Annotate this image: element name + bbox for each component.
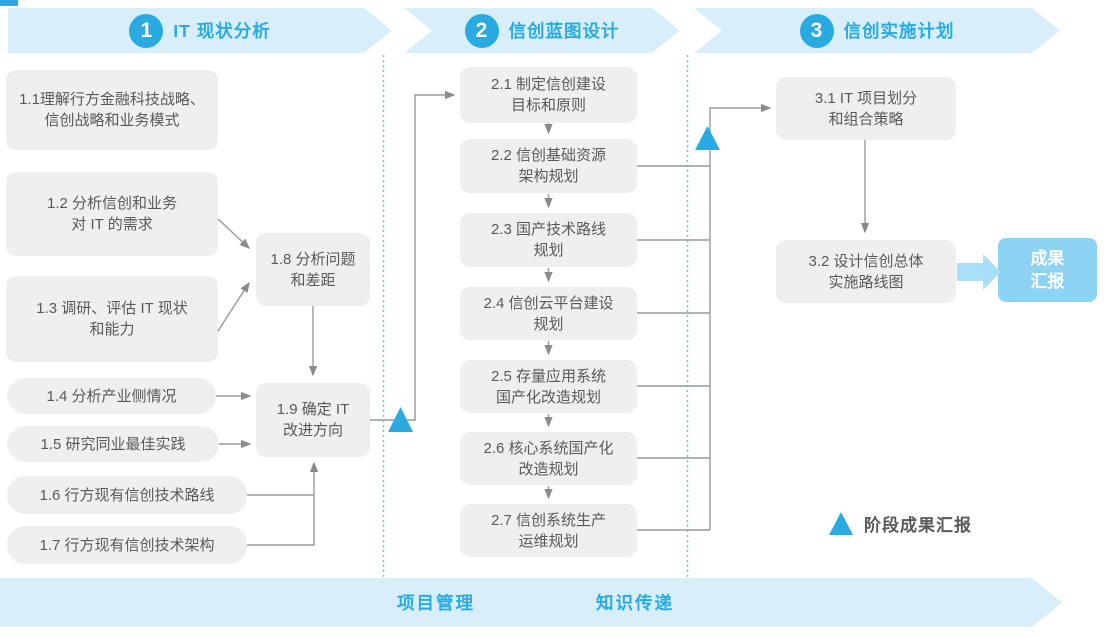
milestone-triangle-phase1 bbox=[388, 407, 413, 432]
process-box-3-1: 3.1 IT 项目划分 和组合策略 bbox=[776, 77, 956, 140]
process-box-1-4: 1.4 分析产业侧情况 bbox=[7, 378, 216, 414]
process-box-2-5: 2.5 存量应用系统 国产化改造规划 bbox=[460, 360, 637, 413]
process-box-1-8: 1.8 分析问题 和差距 bbox=[256, 233, 370, 306]
process-box-1-1: 1.1理解行方金融科技战略、 信创战略和业务模式 bbox=[6, 70, 218, 150]
phase-banner-2: 2 信创蓝图设计 bbox=[404, 8, 680, 53]
phase-title: 信创实施计划 bbox=[843, 21, 955, 41]
footer-item-knowledge-transfer: 知识传递 bbox=[596, 593, 674, 613]
legend: 阶段成果汇报 bbox=[828, 510, 972, 536]
connector-1-3-to-1-8 bbox=[217, 281, 250, 332]
process-box-2-3: 2.3 国产技术路线 规划 bbox=[460, 213, 637, 267]
phase-number-badge: 1 bbox=[129, 14, 163, 48]
phase-number-badge: 2 bbox=[465, 14, 499, 48]
phase-title: 信创蓝图设计 bbox=[508, 21, 620, 41]
phase-banner-1: 1 IT 现状分析 bbox=[8, 8, 392, 53]
process-box-2-6: 2.6 核心系统国产化 改造规划 bbox=[460, 432, 637, 485]
process-box-1-3: 1.3 调研、评估 IT 现状 和能力 bbox=[6, 276, 218, 362]
legend-triangle-icon bbox=[829, 512, 853, 535]
process-box-2-7: 2.7 信创系统生产 运维规划 bbox=[460, 504, 637, 557]
phase-title: IT 现状分析 bbox=[173, 21, 271, 41]
process-box-1-6: 1.6 行方现有信创技术路线 bbox=[7, 476, 247, 514]
milestone-triangle-phase2 bbox=[695, 126, 720, 150]
legend-label: 阶段成果汇报 bbox=[864, 515, 972, 535]
footer-item-project-management: 项目管理 bbox=[397, 593, 475, 613]
process-box-1-2: 1.2 分析信创和业务 对 IT 的需求 bbox=[6, 172, 218, 256]
process-box-3-2: 3.2 设计信创总体 实施路线图 bbox=[776, 240, 956, 303]
process-box-2-2: 2.2 信创基础资源 架构规划 bbox=[460, 139, 637, 193]
process-box-1-5: 1.5 研究同业最佳实践 bbox=[7, 426, 219, 462]
deliverable-arrow bbox=[957, 254, 1001, 290]
connector-collector-to-3-1 bbox=[709, 103, 772, 530]
result-report-box: 成果 汇报 bbox=[998, 238, 1097, 302]
footer-banner: 项目管理 知识传递 bbox=[0, 578, 1062, 627]
connector-1-2-to-1-8 bbox=[217, 218, 251, 249]
connector-1-7-to-1-9 bbox=[247, 461, 319, 546]
process-box-2-4: 2.4 信创云平台建设 规划 bbox=[460, 287, 637, 340]
phase-banner-3: 3 信创实施计划 bbox=[694, 8, 1060, 53]
process-box-1-9: 1.9 确定 IT 改进方向 bbox=[256, 383, 370, 457]
corner-mark bbox=[0, 0, 18, 6]
process-box-1-7: 1.7 行方现有信创技术架构 bbox=[7, 526, 247, 564]
process-box-2-1: 2.1 制定信创建设 目标和原则 bbox=[460, 67, 637, 123]
phase-number-badge: 3 bbox=[800, 14, 834, 48]
connector-1-9-to-2-1 bbox=[370, 90, 456, 421]
